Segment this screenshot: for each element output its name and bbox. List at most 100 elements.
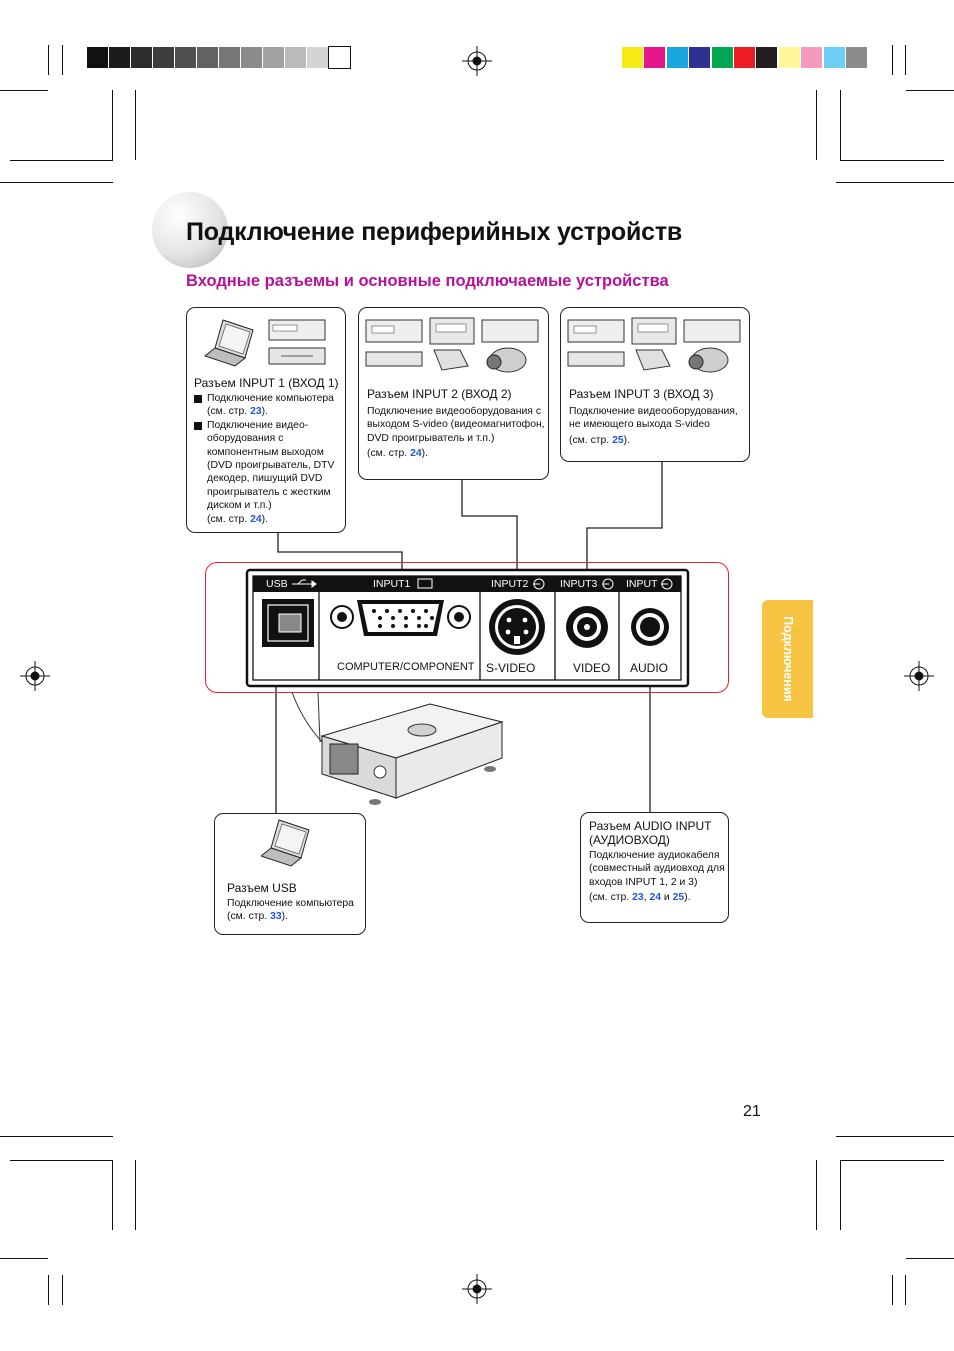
input2-ref: (см. стр. (367, 448, 411, 460)
input1-item2-ref: (см. стр. (207, 513, 251, 525)
video-label: VIDEO (573, 661, 611, 675)
calibration-swatch (285, 47, 306, 68)
usb-line: Подключение компьютера (227, 898, 354, 909)
laptop-and-dvd-icon (203, 319, 326, 367)
section-subtitle: Входные разъемы и основные подключаемые … (186, 272, 669, 290)
input3-page-link[interactable]: 25 (612, 434, 624, 446)
audio-page-link[interactable]: 24 (649, 892, 661, 904)
registration-target-icon (20, 661, 50, 691)
calibration-swatch (87, 47, 108, 68)
audio-end: ). (684, 892, 691, 904)
input2-line: выходом S-video (видеомагнитофон, (367, 419, 545, 431)
audio-line: входов INPUT 1, 2 и 3) (589, 876, 698, 888)
input1-item2-line: диском и т.п.) (207, 500, 272, 512)
input1-item1-ref: (см. стр. (207, 406, 251, 418)
projector-illustration (291, 692, 504, 805)
input1-callout: Разъем INPUT 1 (ВХОД 1) Подключение комп… (186, 307, 346, 533)
audio-input-panel-label: INPUT (626, 578, 658, 590)
calibration-swatch (622, 47, 643, 68)
calibration-swatch (666, 47, 688, 68)
input3-line: Подключение видеооборудования, (569, 406, 738, 417)
input1-panel-label: INPUT1 (373, 578, 411, 590)
usb-ref: (см. стр. (227, 911, 271, 923)
input2-line: Подключение видеооборудования с (367, 406, 542, 417)
audio-jack-port-icon (631, 608, 669, 646)
calibration-swatch (711, 47, 733, 68)
audio-heading: (АУДИОВХОД) (589, 833, 670, 847)
page-number: 21 (743, 1103, 761, 1120)
input1-item2-line: декодер, пишущий DVD (207, 473, 323, 485)
calibration-swatch (197, 47, 218, 68)
page-title: Подключение периферийных устройств (186, 218, 683, 246)
title-decoration-circle (152, 192, 228, 268)
input1-item1-end: ). (261, 406, 269, 418)
audio-page-link[interactable]: 25 (672, 892, 685, 904)
audio-and: и (661, 892, 673, 904)
registration-target-icon (462, 1274, 492, 1304)
audio-sep: , (643, 892, 650, 904)
usb-callout: Разъем USB Подключение компьютера (см. с… (214, 813, 366, 935)
side-tab-label: Подключения (780, 616, 795, 702)
input1-item1-text: Подключение компьютера (207, 393, 334, 404)
calibration-swatch (644, 47, 666, 68)
input1-item2-page-link[interactable]: 24 (250, 513, 262, 525)
usb-page-link[interactable]: 33 (270, 911, 282, 923)
input2-page-link[interactable]: 24 (410, 448, 422, 460)
audio-line: (совместный аудиовход для (589, 863, 725, 875)
calibration-swatch (823, 47, 845, 68)
input3-panel-label: INPUT3 (560, 578, 598, 590)
input1-item-video: Подключение видео- оборудования с компон… (194, 419, 344, 526)
input1-heading: Разъем INPUT 1 (ВХОД 1) (194, 376, 339, 390)
input3-end: ). (623, 434, 631, 446)
svideo-label: S-VIDEO (486, 661, 536, 675)
calibration-swatch (689, 47, 711, 68)
input1-item1-page-link[interactable]: 23 (250, 406, 262, 418)
audio-callout: Разъем AUDIO INPUT (АУДИОВХОД) Подключен… (580, 812, 729, 923)
input2-heading: Разъем INPUT 2 (ВХОД 2) (367, 387, 512, 401)
calibration-swatch (778, 47, 800, 68)
video-devices-icon (365, 317, 539, 373)
calibration-swatch (131, 47, 152, 68)
audio-ref: (см. стр. (589, 892, 633, 904)
calibration-swatch (153, 47, 174, 68)
vga-port-icon (330, 600, 471, 636)
input2-line: DVD проигрыватель и т.п.) (367, 432, 495, 444)
input2-callout: Разъем INPUT 2 (ВХОД 2) Подключение виде… (358, 307, 549, 480)
input1-item2-line: проигрыватель с жестким (207, 486, 331, 498)
svideo-port-icon (489, 599, 545, 655)
calibration-swatch (846, 47, 867, 68)
calibration-swatch (241, 47, 262, 68)
input1-item2-end: ). (261, 513, 269, 525)
connector-panel-highlight (205, 562, 729, 693)
input1-item2-line: Подключение видео- (207, 419, 309, 431)
input1-item2-line: оборудования с (207, 433, 284, 445)
video-devices-icon (567, 317, 741, 373)
calibration-swatch (734, 47, 755, 68)
computer-component-label: COMPUTER/COMPONENT (337, 661, 475, 673)
usb-end: ). (281, 911, 289, 923)
audio-heading: Разъем AUDIO INPUT (589, 819, 712, 833)
audio-line: Подключение аудиокабеля (589, 850, 720, 861)
laptop-icon (261, 819, 310, 867)
registration-target-icon (462, 46, 492, 76)
calibration-swatch (328, 46, 351, 69)
registration-target-icon (904, 661, 934, 691)
usb-heading: Разъем USB (227, 881, 297, 895)
input1-item2-line: компонентным выходом (207, 446, 324, 458)
monitor-symbol-icon (417, 578, 433, 589)
input2-panel-label: INPUT2 (491, 578, 529, 590)
input2-end: ). (421, 448, 429, 460)
input3-ref: (см. стр. (569, 434, 613, 446)
audio-page-link[interactable]: 23 (632, 892, 644, 904)
calibration-swatch (307, 47, 328, 68)
input3-heading: Разъем INPUT 3 (ВХОД 3) (569, 387, 714, 401)
calibration-swatch (219, 47, 240, 68)
usb-panel-label: USB (266, 578, 288, 590)
calibration-swatch (801, 47, 823, 68)
section-side-tab[interactable]: Подключения (762, 600, 813, 718)
calibration-swatch (263, 47, 284, 68)
calibration-swatch (109, 47, 130, 68)
usb-port-icon (262, 599, 314, 647)
